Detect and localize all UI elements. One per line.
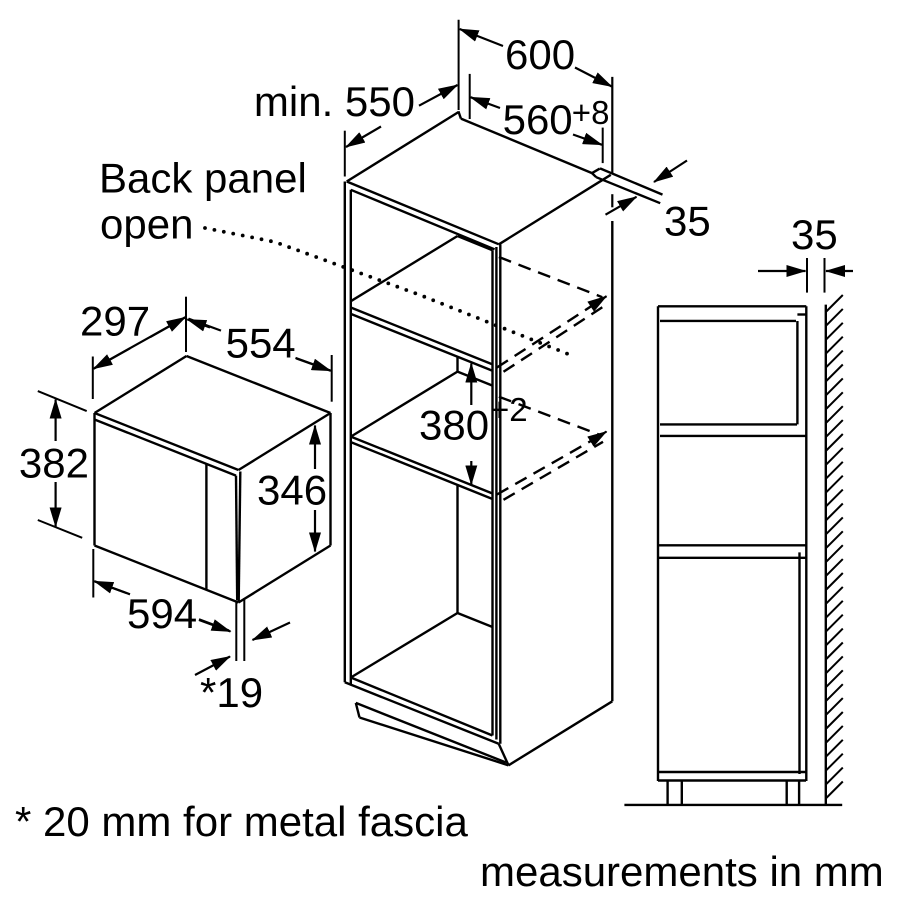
svg-text:open: open <box>100 201 193 248</box>
svg-text:382: 382 <box>19 439 89 486</box>
svg-text:554: 554 <box>226 320 296 367</box>
svg-text:+2: +2 <box>490 391 528 428</box>
svg-text:*19: *19 <box>200 669 263 716</box>
svg-text:35: 35 <box>664 198 711 245</box>
svg-text:* 20 mm for metal fascia: * 20 mm for metal fascia <box>15 798 468 845</box>
svg-text:min. 550: min. 550 <box>254 78 415 125</box>
svg-text:594: 594 <box>127 590 197 637</box>
svg-text:35: 35 <box>791 211 838 258</box>
svg-text:Back panel: Back panel <box>99 155 307 202</box>
svg-text:560: 560 <box>503 96 573 143</box>
svg-text:297: 297 <box>80 298 150 345</box>
svg-text:346: 346 <box>257 467 327 514</box>
svg-text:measurements in mm: measurements in mm <box>480 848 884 895</box>
svg-text:600: 600 <box>505 31 575 78</box>
svg-text:380: 380 <box>419 402 489 449</box>
svg-text:+8: +8 <box>572 94 610 131</box>
